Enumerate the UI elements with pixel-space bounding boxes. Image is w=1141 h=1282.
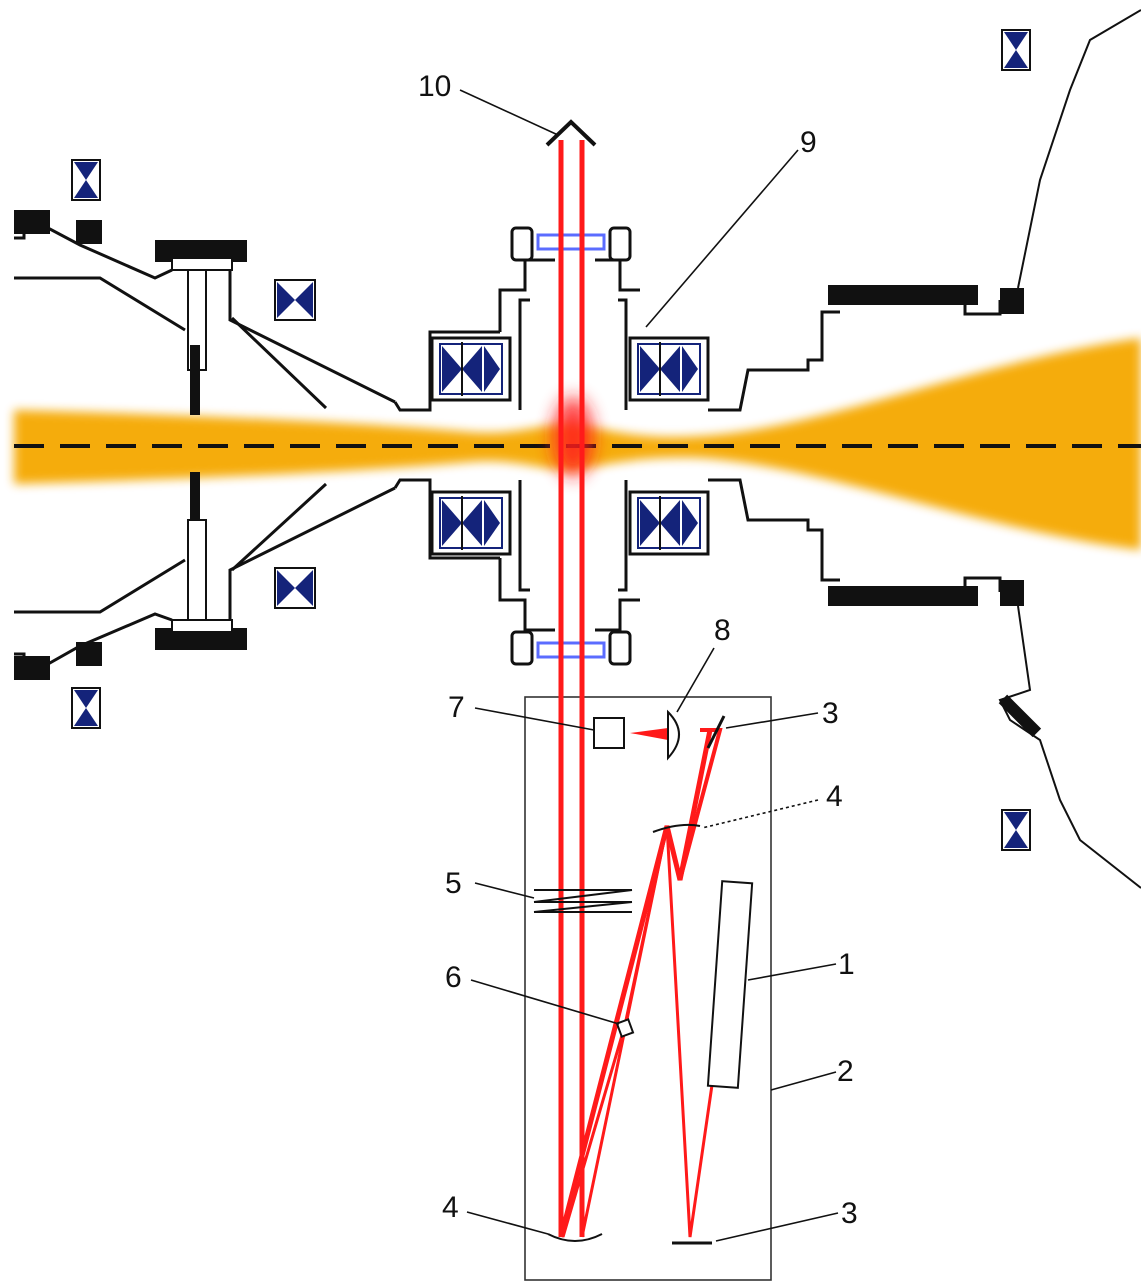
label-4-top: 4	[826, 780, 843, 813]
apex-reflector	[545, 119, 597, 147]
lens-8	[667, 709, 680, 761]
element-6	[615, 1018, 635, 1038]
mirror-4-bottom	[547, 1233, 603, 1242]
bottom-window	[510, 630, 632, 666]
label-5: 5	[445, 867, 462, 900]
diagnostic-enclosure	[524, 696, 772, 1281]
laser-paths	[558, 140, 723, 1238]
right-expander	[708, 9, 1141, 889]
central-chamber	[393, 226, 710, 666]
mirror-4-top	[652, 823, 701, 833]
mirror-3-top	[706, 715, 726, 749]
top-window	[510, 226, 632, 262]
label-1: 1	[838, 948, 855, 981]
label-4-bottom: 4	[442, 1191, 459, 1224]
callout-labels: 10 9 8 7 3 4 5 6 1 2 4 3	[418, 70, 858, 1230]
label-3-top: 3	[822, 697, 839, 730]
label-10: 10	[418, 70, 451, 103]
detector-7	[593, 717, 625, 749]
label-7: 7	[448, 691, 465, 724]
label-3-bottom: 3	[841, 1197, 858, 1230]
left-injector	[14, 210, 396, 680]
label-9: 9	[800, 126, 817, 159]
label-8: 8	[714, 614, 731, 647]
leader-lines	[459, 89, 839, 1242]
optical-elements	[533, 119, 754, 1245]
label-2: 2	[837, 1055, 854, 1088]
label-6: 6	[445, 961, 462, 994]
grating-1	[706, 880, 754, 1089]
element-5	[533, 889, 633, 913]
